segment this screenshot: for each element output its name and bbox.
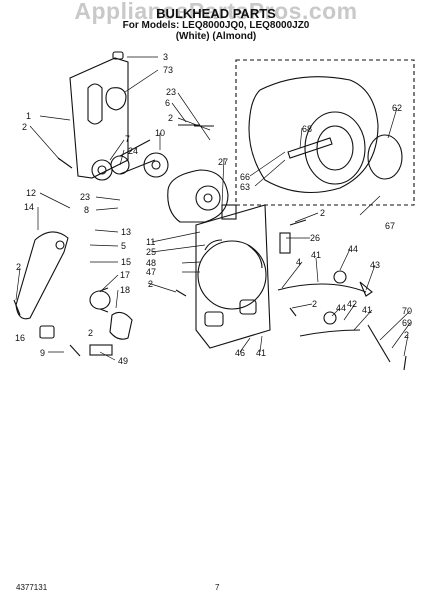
callout-label: 42 bbox=[347, 299, 357, 309]
callout-labels: 3 73 1 2 23 6 2 10 7 24 12 23 8 14 13 5 … bbox=[15, 52, 412, 366]
callout-label: 12 bbox=[26, 188, 36, 198]
screw-3 bbox=[112, 51, 124, 60]
blower-housing bbox=[167, 169, 229, 223]
callout-label: 8 bbox=[84, 205, 89, 215]
callout-label: 2 bbox=[148, 279, 153, 289]
callout-label: 4 bbox=[296, 257, 301, 267]
callout-label: 9 bbox=[40, 348, 45, 358]
callout-label: 46 bbox=[235, 348, 245, 358]
drum-seal-62 bbox=[367, 134, 403, 180]
callout-label: 67 bbox=[385, 221, 395, 231]
duct-26 bbox=[279, 232, 291, 254]
callout-label: 25 bbox=[146, 247, 156, 257]
callout-label: 2 bbox=[88, 328, 93, 338]
model-numbers: For Models: LEQ8000JQ0, LEQ8000JZ0 bbox=[122, 20, 310, 31]
callout-label: 18 bbox=[120, 285, 130, 295]
belt-73 bbox=[105, 87, 127, 111]
callout-label: 62 bbox=[392, 103, 402, 113]
callout-label: 41 bbox=[362, 305, 372, 315]
callout-label: 48 bbox=[146, 258, 156, 268]
callout-label: 15 bbox=[121, 257, 131, 267]
callout-label: 10 bbox=[155, 128, 165, 138]
callout-label: 27 bbox=[218, 157, 228, 167]
callout-label: 41 bbox=[256, 348, 266, 358]
callout-label: 6 bbox=[165, 98, 170, 108]
callout-label: 26 bbox=[310, 233, 320, 243]
page-title: BULKHEAD PARTS bbox=[156, 6, 276, 21]
callout-label: 69 bbox=[402, 318, 412, 328]
page-number: 7 bbox=[215, 583, 220, 592]
callout-label: 43 bbox=[370, 260, 380, 270]
callout-label: 2 bbox=[320, 208, 325, 218]
callout-label: 70 bbox=[402, 306, 412, 316]
idler-bracket-16 bbox=[39, 325, 55, 339]
fan-10 bbox=[143, 152, 169, 178]
rod-70 bbox=[367, 324, 391, 363]
bracket-49 bbox=[89, 344, 113, 356]
callout-label: 14 bbox=[24, 202, 34, 212]
callout-label: 2 bbox=[16, 262, 21, 272]
callout-label: 63 bbox=[240, 182, 250, 192]
callout-label: 44 bbox=[348, 244, 358, 254]
callout-label: 23 bbox=[166, 87, 176, 97]
idler-arm bbox=[15, 231, 69, 320]
clip-43 bbox=[359, 281, 373, 297]
callout-label: 44 bbox=[336, 303, 346, 313]
callout-label: 5 bbox=[121, 241, 126, 251]
callout-label: 17 bbox=[120, 270, 130, 280]
callout-label: 66 bbox=[240, 172, 250, 182]
color-variants: (White) (Almond) bbox=[175, 31, 257, 42]
callout-label: 11 bbox=[146, 237, 155, 247]
callout-label: 13 bbox=[121, 227, 131, 237]
callout-label: 24 bbox=[128, 146, 138, 156]
callout-label: 2 bbox=[312, 299, 317, 309]
callout-label: 3 bbox=[163, 52, 168, 62]
callout-label: 68 bbox=[302, 124, 312, 134]
callout-label: 7 bbox=[125, 134, 130, 144]
callout-label: 47 bbox=[146, 267, 156, 277]
roller-44a bbox=[333, 270, 347, 284]
callout-label: 73 bbox=[163, 65, 173, 75]
callout-label: 1 bbox=[26, 111, 31, 121]
callout-label: 2 bbox=[22, 122, 27, 132]
callout-label: 41 bbox=[311, 250, 321, 260]
motor-17 bbox=[89, 290, 111, 310]
front-bulkhead bbox=[195, 204, 271, 349]
drum-outline-67 bbox=[235, 59, 415, 206]
callout-label: 2 bbox=[404, 330, 409, 340]
callout-label: 2 bbox=[168, 113, 173, 123]
support-rod-41 bbox=[277, 283, 367, 337]
drum bbox=[248, 76, 379, 193]
callout-label: 49 bbox=[118, 356, 128, 366]
callout-label: 16 bbox=[15, 333, 25, 343]
document-number: 4377131 bbox=[16, 583, 48, 592]
watermark-text: AppliancePartsPros.com bbox=[74, 0, 358, 24]
callout-label: 23 bbox=[80, 192, 90, 202]
switch-18 bbox=[109, 311, 133, 340]
roller-44b bbox=[323, 311, 337, 325]
